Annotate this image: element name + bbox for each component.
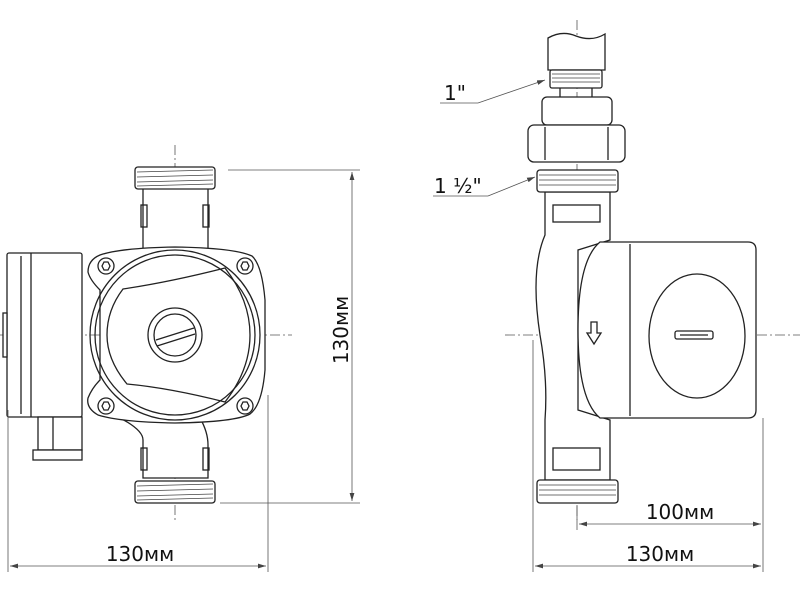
bolt-icon [97,397,115,415]
flow-direction-arrow-icon [585,321,603,346]
pump-front-view: 130мм 130мм [0,145,360,572]
pump-side-view: 1" 1 ½" 100мм 130мм [433,20,800,572]
front-height-label: 130мм [329,296,353,364]
total-depth-label: 130мм [626,542,694,566]
motor-depth-label: 100мм [646,500,714,524]
bolt-icon [236,257,254,275]
front-width-label: 130мм [106,542,174,566]
bolt-icon [97,257,115,275]
bolt-icon [236,397,254,415]
pump-thread-label: 1 ½" [434,174,482,198]
pipe-thread-label: 1" [444,81,466,105]
